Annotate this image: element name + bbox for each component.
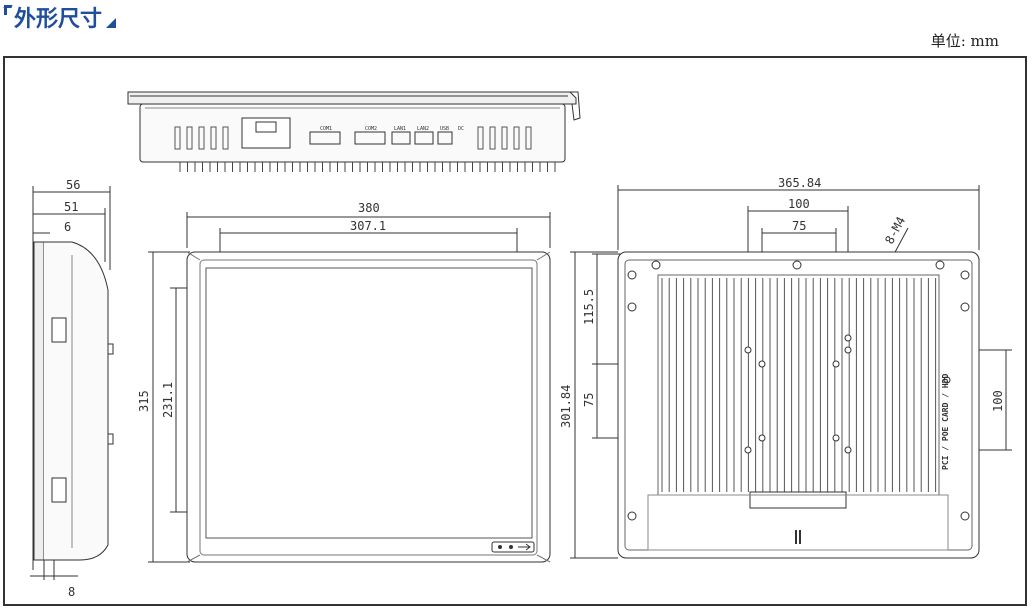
rear-dim-height: 301.84: [559, 385, 573, 428]
rear-dim-width: 365.84: [778, 176, 821, 190]
side-dim-bezel: 6: [64, 220, 71, 234]
rear-dim-vesa-v: 75: [582, 393, 596, 407]
side-view: 56 51 6 8: [30, 178, 114, 599]
top-view: COM1 COM2 LAN1 LAN2 USB DC: [127, 91, 581, 172]
port-label: USB: [440, 126, 449, 132]
warning-icon: [795, 530, 801, 544]
front-dim-height: 315: [137, 390, 151, 412]
unit-label: 单位: mm: [930, 32, 999, 50]
side-dim-depth2: 51: [64, 200, 78, 214]
front-dim-width: 380: [358, 201, 380, 215]
port-label: COM2: [365, 126, 377, 132]
led-icon: [509, 545, 513, 549]
front-view: 380 307.1 315 231.1: [137, 201, 551, 563]
power-icon: [498, 545, 502, 549]
section-title: 外形尺寸: [4, 2, 117, 32]
side-dim-depth: 56: [66, 178, 80, 192]
port-label: COM1: [320, 126, 332, 132]
rear-view: 365.84 100 75 8-M4 301.84 115.5 75 100: [559, 176, 1012, 559]
title-corner-icon: [106, 18, 117, 28]
title-bracket-icon: [4, 5, 12, 29]
port-label: LAN1: [394, 126, 406, 132]
front-dim-screen-height: 231.1: [161, 382, 175, 418]
port-label: DC: [458, 126, 464, 132]
rear-dim-top-offset: 115.5: [582, 289, 596, 325]
rear-slot-label: PCI / POE CARD / HDD: [941, 373, 950, 470]
title-text: 外形尺寸: [14, 7, 103, 32]
side-dim-bottom: 8: [68, 585, 75, 599]
rear-dim-vesa-v-outer: 100: [991, 390, 1005, 412]
rear-dim-holes: 8-M4: [882, 214, 908, 246]
rear-dim-vesa-inner: 75: [792, 219, 806, 233]
usb-icon: [518, 543, 531, 551]
front-dim-screen-width: 307.1: [350, 219, 386, 233]
drawing-frame: [3, 56, 1027, 606]
rear-dim-vesa-outer: 100: [788, 197, 810, 211]
port-label: LAN2: [417, 126, 429, 132]
